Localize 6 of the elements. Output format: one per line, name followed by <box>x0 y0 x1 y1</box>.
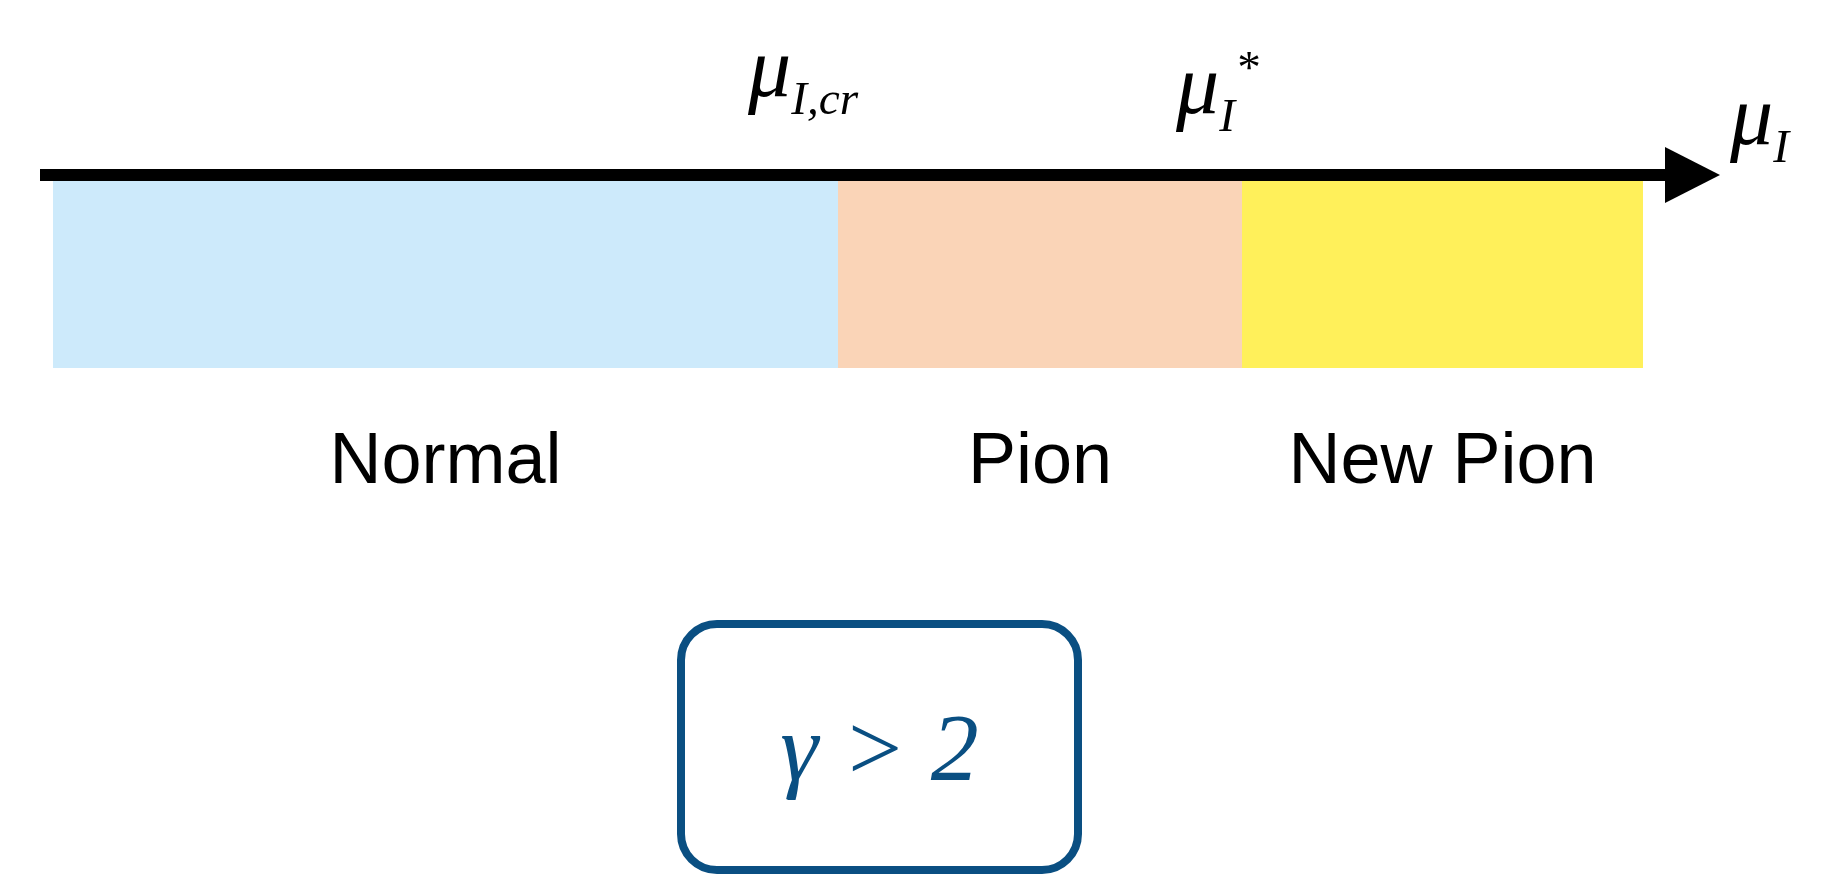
phase-label: New Pion <box>1287 418 1598 498</box>
axis-label: μ$_{I}$ <box>1730 70 1789 175</box>
axis-label: μ$_{I,cr}$ <box>748 22 859 127</box>
phase-label: Normal <box>328 418 563 498</box>
phase-label: Pion <box>966 418 1114 498</box>
condition-box: γ > 2 <box>677 620 1082 874</box>
